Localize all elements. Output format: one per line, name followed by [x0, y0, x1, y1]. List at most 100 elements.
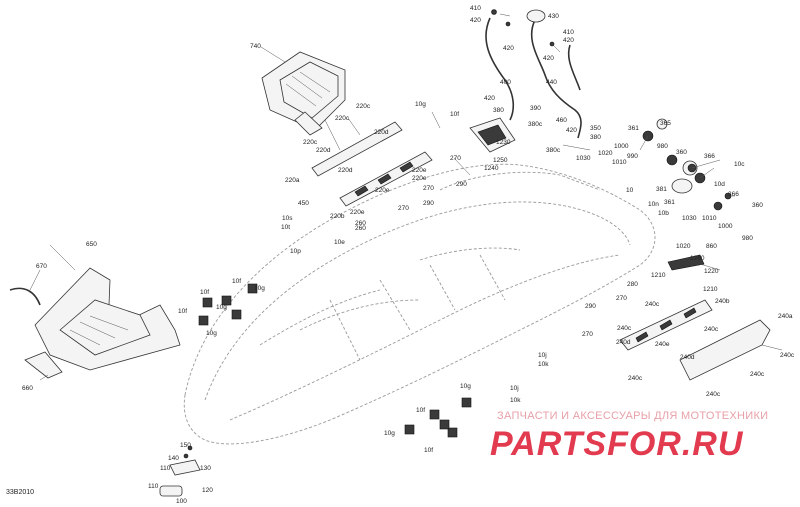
callout: 1030 — [576, 155, 591, 162]
callout: 10g — [254, 285, 265, 292]
callout: 10p — [290, 248, 301, 255]
callout: 240c — [780, 352, 795, 359]
callout: 240c — [628, 375, 643, 382]
watermark-tagline: ЗАПЧАСТИ И АКСЕССУАРЫ ДЛЯ МОТОТЕХНИКИ — [497, 410, 769, 422]
callout: 10g — [460, 383, 471, 390]
callout: 220a — [285, 177, 300, 184]
callout: 1020 — [598, 150, 613, 157]
callout: 10f — [178, 308, 187, 315]
callout: 220c — [303, 139, 318, 146]
callout: 10j — [538, 352, 547, 359]
callout: 280 — [627, 281, 638, 288]
callout: 10b — [658, 210, 669, 217]
callout: 380c — [546, 147, 561, 154]
callout: 365 — [660, 120, 671, 127]
callout: 410 — [470, 5, 481, 12]
callout: 240a — [778, 313, 793, 320]
callout: 10g — [206, 330, 217, 337]
callout: 366 — [704, 153, 715, 160]
callout: 220e — [412, 175, 427, 182]
callout: 10f — [232, 278, 241, 285]
callout: 1230 — [496, 139, 511, 146]
callout: 10g — [384, 430, 395, 437]
callout: 980 — [742, 235, 753, 242]
callout: 450 — [298, 200, 309, 207]
callout: 220e — [350, 209, 365, 216]
callout: 240e — [655, 341, 670, 348]
callout: 10f — [450, 111, 459, 118]
callout: 361 — [664, 199, 675, 206]
callout: 140 — [168, 455, 179, 462]
callout: 360 — [752, 202, 763, 209]
hose-assembly — [485, 9, 582, 139]
callout: 361 — [628, 125, 639, 132]
callout: 860 — [706, 243, 717, 250]
callout: 260 — [355, 225, 366, 232]
callout: 120 — [202, 487, 213, 494]
left-brackets — [198, 283, 258, 326]
callout: 670 — [36, 263, 47, 270]
drain-plug-assembly — [159, 445, 201, 497]
callout: 390 — [530, 105, 541, 112]
callout: 10t — [281, 224, 290, 231]
callout: 366 — [728, 191, 739, 198]
callout: 220b — [330, 213, 345, 220]
callout: 10c — [734, 161, 745, 168]
callout: 420 — [563, 37, 574, 44]
callout: 150 — [180, 442, 191, 449]
callout: 240c — [704, 326, 719, 333]
leader-lines — [29, 13, 783, 381]
callout: 1250 — [493, 157, 508, 164]
callout: 10f — [424, 447, 433, 454]
callout: 10g — [415, 101, 426, 108]
callout: 1260 — [690, 255, 705, 262]
callout: 381 — [656, 186, 667, 193]
callout: 240b — [715, 298, 730, 305]
callout: 10n — [648, 201, 659, 208]
callout: 400 — [500, 79, 511, 86]
callout: 10 — [626, 187, 634, 194]
upper-bracket-rail — [311, 121, 433, 207]
callout: 270 — [582, 331, 593, 338]
callout: 270 — [423, 185, 434, 192]
callout: 440 — [546, 79, 557, 86]
callout: 460 — [556, 117, 567, 124]
callout: 10d — [714, 181, 725, 188]
callout: 1020 — [676, 243, 691, 250]
callout: 990 — [627, 153, 638, 160]
callout: 270 — [398, 205, 409, 212]
callout: 420 — [503, 45, 514, 52]
electrical-box — [261, 51, 346, 136]
callout: 1000 — [718, 223, 733, 230]
callout: 240c — [706, 391, 721, 398]
callout: 10f — [416, 407, 425, 414]
callout: 380c — [528, 121, 543, 128]
callout: 1010 — [612, 159, 627, 166]
hull-outline — [183, 163, 656, 445]
callout: 240d — [680, 354, 695, 361]
callout: 980 — [657, 143, 668, 150]
callout: 420 — [543, 55, 554, 62]
callout: 1030 — [682, 215, 697, 222]
bottom-brackets — [404, 397, 472, 438]
callout: 350 — [590, 125, 601, 132]
callout: 10e — [334, 239, 345, 246]
lower-right-rail — [619, 254, 771, 381]
callout: 270 — [450, 155, 461, 162]
callout: 10s — [282, 215, 293, 222]
callout: 220c — [356, 103, 371, 110]
callout: 220d — [316, 147, 331, 154]
callout: 290 — [585, 303, 596, 310]
callout: 1220 — [704, 268, 719, 275]
callout: 740 — [250, 43, 261, 50]
callout-labels: 410 420 430 410 420 420 420 400 440 460 … — [22, 5, 795, 505]
callout: 10f — [200, 289, 209, 296]
callout: 380 — [493, 107, 504, 114]
callout: 110 — [160, 465, 171, 472]
callout: 420 — [484, 95, 495, 102]
callout: 240c — [750, 371, 765, 378]
callout: 10k — [538, 361, 549, 368]
callout: 420 — [470, 17, 481, 24]
filter-housing — [469, 117, 516, 153]
